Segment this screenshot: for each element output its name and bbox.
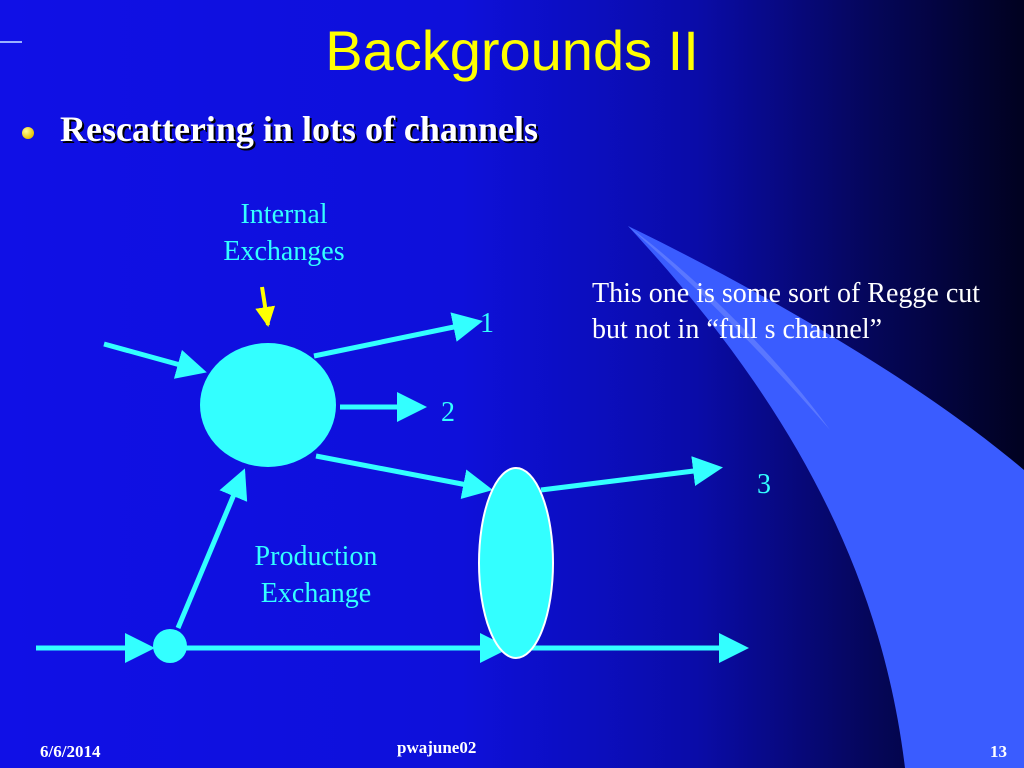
outgoing-arrow-1 [313, 312, 483, 359]
internal-exchange-blob [200, 343, 336, 467]
output-label-1: 1 [480, 308, 494, 339]
rescattering-ellipse [478, 467, 554, 659]
footer-date: 6/6/2014 [40, 742, 101, 761]
outgoing-arrow-3 [540, 456, 723, 493]
footer-title: pwajune02 [397, 738, 477, 757]
connector-arrow-to-ellipse [315, 453, 493, 500]
output-label-3: 3 [757, 469, 771, 500]
internal-exchanges-label: Internal Exchanges [190, 196, 378, 270]
title-accent-line [0, 41, 22, 43]
internal-label-line1: Internal [240, 199, 328, 230]
slide-title: Backgrounds II [325, 19, 699, 82]
production-label-line2: Exchange [260, 578, 372, 609]
production-arrow [175, 468, 248, 629]
internal-exchange-pointer [255, 286, 276, 327]
regge-cut-note: This one is some sort of Regge cut but n… [592, 278, 981, 345]
production-exchange-label: Production Exchange [226, 538, 406, 612]
output-label-2: 2 [441, 397, 455, 428]
internal-label-line2: Exchanges [223, 236, 345, 267]
production-label-line1: Production [254, 541, 378, 572]
production-vertex [153, 629, 187, 663]
incoming-arrow-top [103, 341, 207, 379]
bullet-icon [22, 127, 34, 139]
page-number: 13 [990, 742, 1007, 761]
bullet-text: Rescattering in lots of channels [60, 109, 538, 149]
